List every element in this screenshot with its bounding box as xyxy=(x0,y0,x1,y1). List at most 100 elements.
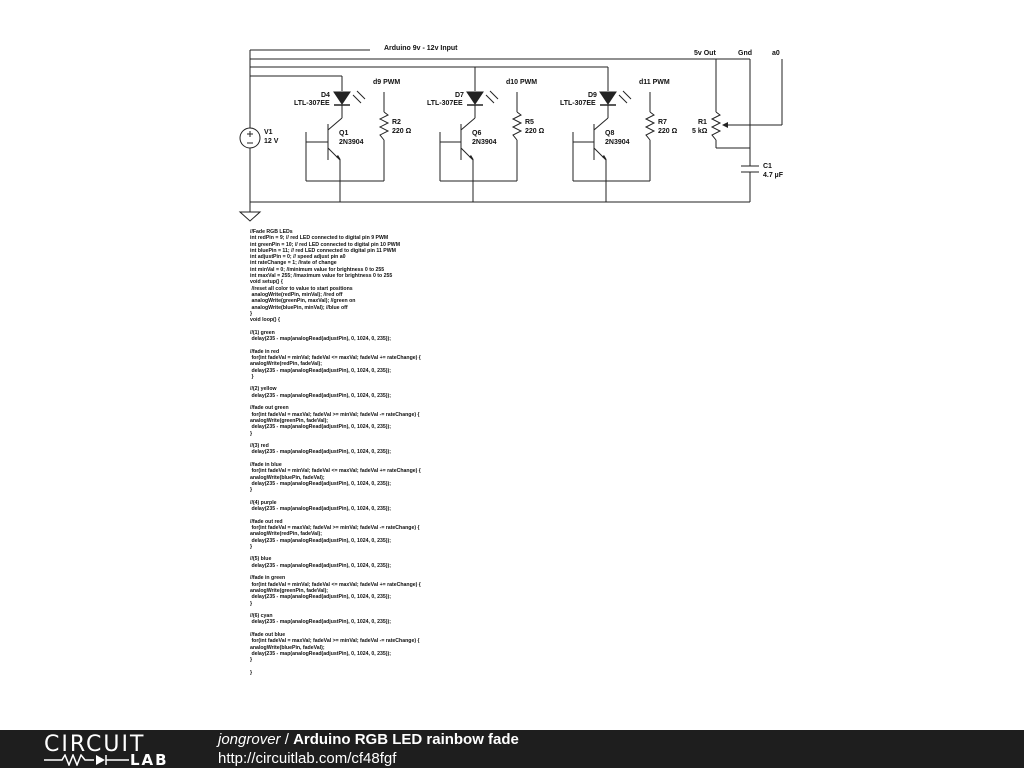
code-line: analogWrite(redPin, fadeVal); xyxy=(250,361,322,368)
code-line: analogWrite(greenPin, fadeVal); xyxy=(250,587,329,594)
code-line: delay(235 - map(analogRead(adjustPin), 0… xyxy=(250,424,391,431)
led-name-3: D9 xyxy=(588,92,597,99)
code-line: delay(235 - map(analogRead(adjustPin), 0… xyxy=(250,619,391,626)
resistor-icon-3 xyxy=(644,111,656,141)
code-line: int minVal = 0; //minimum value for brig… xyxy=(250,266,385,273)
resistor-name-2: R5 xyxy=(525,119,534,126)
footer-title-line: jongrover / Arduino RGB LED rainbow fade xyxy=(218,731,519,748)
code-line: analogWrite(greenPin, fadeVal); xyxy=(250,417,329,424)
code-line: void setup() { xyxy=(250,279,283,286)
code-line: delay(235 - map(analogRead(adjustPin), 0… xyxy=(250,506,391,513)
pot-name: R1 xyxy=(698,119,707,126)
input-label: Arduino 9v - 12v Input xyxy=(384,45,458,52)
code-line: //(5) blue xyxy=(250,556,272,563)
author-link[interactable]: jongrover xyxy=(218,731,281,748)
led-icon-3 xyxy=(599,90,632,106)
cap-name: C1 xyxy=(763,163,772,170)
cap-value: 4.7 µF xyxy=(763,172,784,179)
code-line: //fade out red xyxy=(250,518,283,525)
pwm-label-1: d9 PWM xyxy=(373,79,400,86)
code-line: delay(235 - map(analogRead(adjustPin), 0… xyxy=(250,562,391,569)
transistor-name-2: Q6 xyxy=(472,130,481,137)
code-line: for(int fadeVal = minVal; fadeVal <= max… xyxy=(250,468,421,475)
code-line: analogWrite(bluePin, minVal); //blue off xyxy=(250,304,348,311)
circuit-url-link[interactable]: http://circuitlab.com/cf48fgf xyxy=(218,750,397,767)
footer-bar: CIRCUIT LAB jongrover / Arduino RGB LED … xyxy=(0,730,1024,769)
header-pin-5v: 5v Out xyxy=(694,50,716,57)
code-line: } xyxy=(250,669,253,676)
code-line: delay(235 - map(analogRead(adjustPin), 0… xyxy=(250,650,391,657)
code-line: analogWrite(greenPin, maxVal); //green o… xyxy=(250,298,356,305)
battery-source-icon xyxy=(239,127,261,149)
led-part-3: LTL-307EE xyxy=(560,100,596,107)
code-line: //fade out green xyxy=(250,405,289,412)
transistor-name-3: Q8 xyxy=(605,130,614,137)
code-line: //(2) yellow xyxy=(250,386,277,393)
pwm-label-2: d10 PWM xyxy=(506,79,537,86)
code-line: int rateChange = 1; //rate of change xyxy=(250,260,337,267)
code-line: delay(235 - map(analogRead(adjustPin), 0… xyxy=(250,336,391,343)
circuitlab-logo[interactable]: CIRCUIT xyxy=(44,732,146,757)
code-line: int bluePin = 11; // red LED connected t… xyxy=(250,247,396,254)
header-pin-gnd: Gnd xyxy=(738,50,752,57)
circuitlab-logo-lab: LAB xyxy=(130,751,169,769)
title-separator: / xyxy=(280,731,294,748)
code-line: //Fade RGB LEDs xyxy=(250,229,293,235)
code-line: void loop() { xyxy=(250,317,280,324)
code-line: for(int fadeVal = minVal; fadeVal <= max… xyxy=(250,354,421,361)
code-line: } xyxy=(250,310,253,317)
code-line: } xyxy=(250,373,254,380)
code-line: //fade in green xyxy=(250,575,286,582)
code-line: for(int fadeVal = maxVal; fadeVal >= min… xyxy=(250,638,420,645)
circuit-schematic: Arduino 9v - 12v Input V1 12 V D4 LTL-30… xyxy=(238,45,784,222)
code-line: for(int fadeVal = maxVal; fadeVal >= min… xyxy=(250,411,420,418)
code-line: analogWrite(bluePin, fadeVal); xyxy=(250,474,325,481)
led-name-1: D4 xyxy=(321,92,330,99)
code-line: for(int fadeVal = minVal; fadeVal <= max… xyxy=(250,581,421,588)
code-line: //fade in red xyxy=(250,348,280,355)
source-value: 12 V xyxy=(264,138,279,145)
code-line: delay(235 - map(analogRead(adjustPin), 0… xyxy=(250,537,391,544)
led-icon-2 xyxy=(466,90,499,106)
header-pin-a0: a0 xyxy=(772,50,780,57)
code-line: delay(235 - map(analogRead(adjustPin), 0… xyxy=(250,594,391,601)
code-line: int adjustPin = 0; // speed adjust pin a… xyxy=(250,254,346,261)
code-line: //(4) purple xyxy=(250,499,277,506)
resistor-name-3: R7 xyxy=(658,119,667,126)
code-line: } xyxy=(250,543,253,550)
code-line: //(6) cyan xyxy=(250,613,273,620)
led-part-2: LTL-307EE xyxy=(427,100,463,107)
source-name: V1 xyxy=(264,129,273,136)
potentiometer-icon xyxy=(710,111,722,141)
code-line: } xyxy=(250,430,253,437)
code-line: delay(235 - map(analogRead(adjustPin), 0… xyxy=(250,480,391,487)
code-line: analogWrite(redPin, fadeVal); xyxy=(250,531,322,538)
waveform-icon xyxy=(44,754,129,766)
transistor-name-1: Q1 xyxy=(339,130,348,137)
code-line: analogWrite(bluePin, fadeVal); xyxy=(250,644,325,651)
led-part-1: LTL-307EE xyxy=(294,100,330,107)
code-line: } xyxy=(250,600,253,607)
resistor-value-1: 220 Ω xyxy=(392,128,412,135)
code-line: int redPin = 9; // red LED connected to … xyxy=(250,235,389,242)
code-line: //(1) green xyxy=(250,329,275,336)
circuit-title[interactable]: Arduino RGB LED rainbow fade xyxy=(293,731,519,748)
code-line: for(int fadeVal = maxVal; fadeVal >= min… xyxy=(250,524,420,531)
code-line: //reset all color to value to start posi… xyxy=(250,285,353,292)
led-name-2: D7 xyxy=(455,92,464,99)
pot-value: 5 kΩ xyxy=(692,128,708,135)
code-line: int maxVal = 255; //maximum value for br… xyxy=(250,273,393,280)
code-line: analogWrite(redPin, minVal); //red off xyxy=(250,291,343,298)
code-line: //(3) red xyxy=(250,443,269,450)
transistor-part-1: 2N3904 xyxy=(339,139,364,146)
transistor-part-3: 2N3904 xyxy=(605,139,630,146)
code-line: } xyxy=(250,657,253,664)
code-line: } xyxy=(250,487,253,494)
code-line: //fade in blue xyxy=(250,461,282,468)
pwm-label-3: d11 PWM xyxy=(639,79,670,86)
code-line: delay(235 - map(analogRead(adjustPin), 0… xyxy=(250,392,391,399)
code-line: delay(235 - map(analogRead(adjustPin), 0… xyxy=(250,449,391,456)
resistor-icon-1 xyxy=(378,111,390,141)
resistor-icon-2 xyxy=(511,111,523,141)
